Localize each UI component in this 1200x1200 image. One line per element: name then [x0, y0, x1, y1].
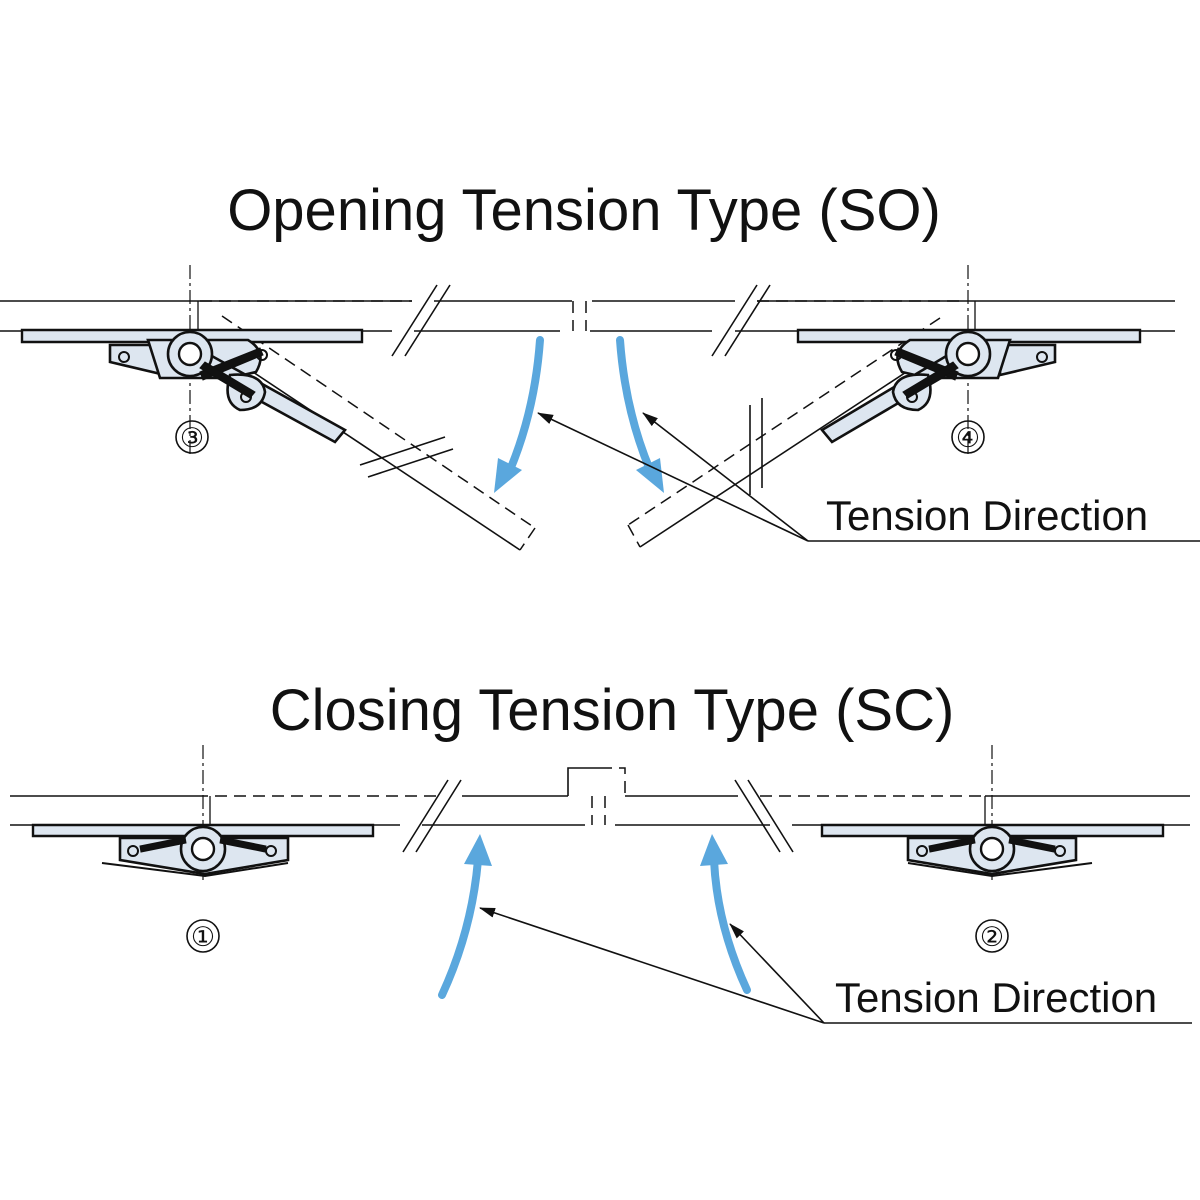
opening-title: Opening Tension Type (SO)	[227, 178, 941, 243]
hinge-1	[31, 823, 375, 878]
hinge-3	[20, 328, 364, 444]
closing-title: Closing Tension Type (SC)	[270, 678, 955, 743]
hinge-1-number: ①	[191, 922, 215, 952]
closing-tension-arrows	[438, 834, 751, 999]
hinge-2-number: ②	[980, 922, 1004, 952]
opening-open-door-left	[204, 315, 536, 551]
closing-leader-lines	[479, 907, 1192, 1024]
opening-tension-arrows	[494, 336, 664, 493]
hinge-4	[796, 328, 1142, 444]
hinge-3-number: ③	[180, 423, 204, 453]
opening-open-door-right	[627, 317, 956, 548]
opening-tension-label: Tension Direction	[826, 492, 1148, 539]
closing-tension-label: Tension Direction	[835, 974, 1157, 1021]
opening-section: Opening Tension Type (SO)	[0, 178, 1200, 551]
hinge-4-number: ④	[956, 423, 980, 453]
closing-section: Closing Tension Type (SC)	[10, 678, 1192, 1024]
opening-leader-lines	[537, 412, 1200, 542]
hinge-2	[820, 823, 1165, 878]
